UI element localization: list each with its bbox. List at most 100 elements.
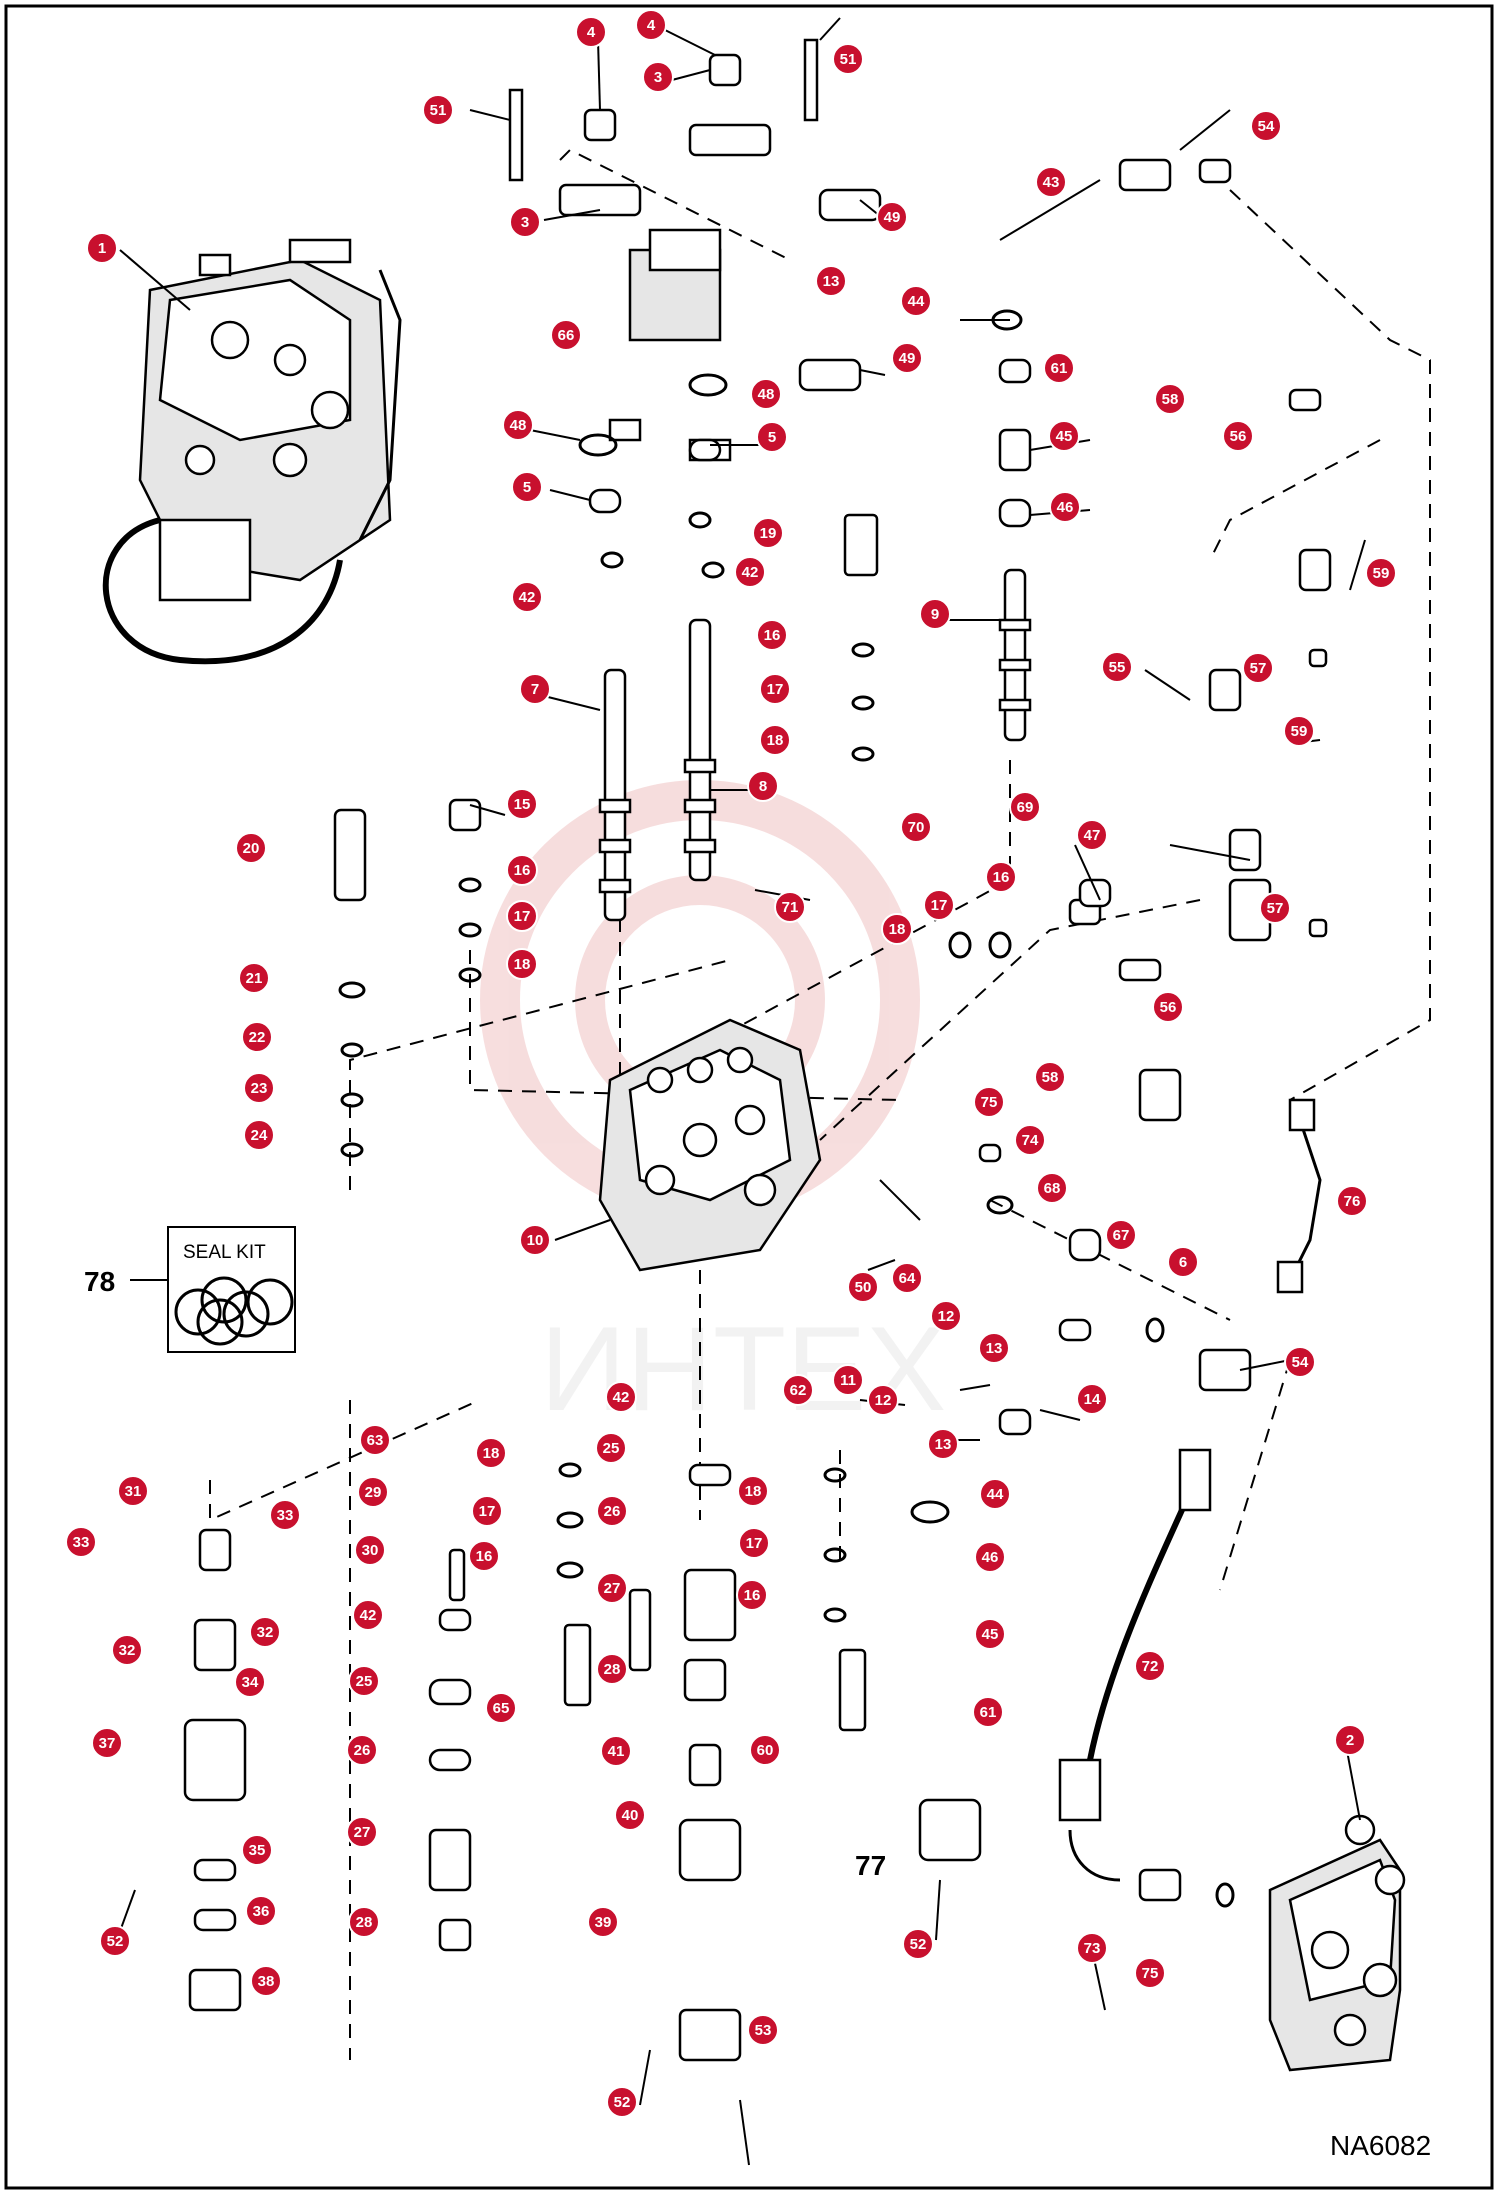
callout-42d[interactable]: 42 <box>352 1599 384 1631</box>
callout-39[interactable]: 39 <box>587 1906 619 1938</box>
callout-42c[interactable]: 42 <box>605 1381 637 1413</box>
callout-10[interactable]: 10 <box>519 1224 551 1256</box>
callout-58b[interactable]: 58 <box>1034 1061 1066 1093</box>
callout-75b[interactable]: 75 <box>1134 1957 1166 1989</box>
callout-61b[interactable]: 61 <box>972 1696 1004 1728</box>
callout-43[interactable]: 43 <box>1035 166 1067 198</box>
callout-41[interactable]: 41 <box>600 1735 632 1767</box>
callout-33[interactable]: 33 <box>65 1526 97 1558</box>
callout-28b[interactable]: 28 <box>348 1906 380 1938</box>
callout-58[interactable]: 58 <box>1154 383 1186 415</box>
callout-56b[interactable]: 56 <box>1152 991 1184 1023</box>
callout-42[interactable]: 42 <box>511 581 543 613</box>
callout-46[interactable]: 46 <box>1049 491 1081 523</box>
callout-22[interactable]: 22 <box>241 1021 273 1053</box>
callout-8[interactable]: 8 <box>747 770 779 802</box>
callout-32b[interactable]: 32 <box>249 1616 281 1648</box>
callout-18d[interactable]: 18 <box>475 1437 507 1469</box>
callout-4b[interactable]: 4 <box>635 9 667 41</box>
callout-57[interactable]: 57 <box>1242 652 1274 684</box>
callout-4[interactable]: 4 <box>575 16 607 48</box>
callout-59[interactable]: 59 <box>1365 557 1397 589</box>
callout-54[interactable]: 54 <box>1250 110 1282 142</box>
callout-44b[interactable]: 44 <box>979 1478 1011 1510</box>
callout-30[interactable]: 30 <box>354 1534 386 1566</box>
callout-44[interactable]: 44 <box>900 285 932 317</box>
callout-16d[interactable]: 16 <box>468 1540 500 1572</box>
callout-66[interactable]: 66 <box>550 319 582 351</box>
callout-36[interactable]: 36 <box>245 1895 277 1927</box>
callout-62[interactable]: 62 <box>782 1374 814 1406</box>
callout-16b[interactable]: 16 <box>506 854 538 886</box>
callout-9[interactable]: 9 <box>919 598 951 630</box>
callout-75[interactable]: 75 <box>973 1086 1005 1118</box>
callout-23[interactable]: 23 <box>243 1072 275 1104</box>
callout-14[interactable]: 14 <box>1076 1383 1108 1415</box>
callout-25[interactable]: 25 <box>595 1432 627 1464</box>
callout-32[interactable]: 32 <box>111 1634 143 1666</box>
callout-28[interactable]: 28 <box>596 1653 628 1685</box>
callout-64[interactable]: 64 <box>891 1262 923 1294</box>
callout-40[interactable]: 40 <box>614 1799 646 1831</box>
callout-59b[interactable]: 59 <box>1283 715 1315 747</box>
callout-61[interactable]: 61 <box>1043 352 1075 384</box>
callout-1[interactable]: 1 <box>86 232 118 264</box>
callout-3[interactable]: 3 <box>509 206 541 238</box>
callout-37[interactable]: 37 <box>91 1727 123 1759</box>
callout-17d[interactable]: 17 <box>471 1495 503 1527</box>
callout-60[interactable]: 60 <box>749 1734 781 1766</box>
callout-19[interactable]: 19 <box>752 517 784 549</box>
callout-54b[interactable]: 54 <box>1284 1346 1316 1378</box>
callout-3b[interactable]: 3 <box>642 61 674 93</box>
callout-2[interactable]: 2 <box>1334 1724 1366 1756</box>
callout-27[interactable]: 27 <box>596 1572 628 1604</box>
callout-57b[interactable]: 57 <box>1259 892 1291 924</box>
callout-68[interactable]: 68 <box>1036 1172 1068 1204</box>
callout-17c[interactable]: 17 <box>923 889 955 921</box>
callout-17e[interactable]: 17 <box>738 1527 770 1559</box>
callout-51b[interactable]: 51 <box>832 43 864 75</box>
callout-56[interactable]: 56 <box>1222 420 1254 452</box>
callout-12[interactable]: 12 <box>930 1300 962 1332</box>
callout-26b[interactable]: 26 <box>346 1734 378 1766</box>
callout-11[interactable]: 11 <box>832 1364 864 1396</box>
callout-5[interactable]: 5 <box>511 471 543 503</box>
callout-38[interactable]: 38 <box>250 1965 282 1997</box>
callout-45b[interactable]: 45 <box>974 1618 1006 1650</box>
callout-25b[interactable]: 25 <box>348 1665 380 1697</box>
callout-18e[interactable]: 18 <box>737 1475 769 1507</box>
callout-51[interactable]: 51 <box>422 94 454 126</box>
callout-6[interactable]: 6 <box>1167 1246 1199 1278</box>
callout-17b[interactable]: 17 <box>506 900 538 932</box>
callout-31[interactable]: 31 <box>117 1475 149 1507</box>
callout-20[interactable]: 20 <box>235 832 267 864</box>
callout-16c[interactable]: 16 <box>985 861 1017 893</box>
callout-35[interactable]: 35 <box>241 1834 273 1866</box>
callout-24[interactable]: 24 <box>243 1119 275 1151</box>
callout-13b[interactable]: 13 <box>978 1332 1010 1364</box>
callout-63[interactable]: 63 <box>359 1424 391 1456</box>
callout-52b[interactable]: 52 <box>902 1928 934 1960</box>
callout-18[interactable]: 18 <box>759 724 791 756</box>
callout-17[interactable]: 17 <box>759 673 791 705</box>
callout-76[interactable]: 76 <box>1336 1185 1368 1217</box>
callout-15[interactable]: 15 <box>506 788 538 820</box>
callout-34[interactable]: 34 <box>234 1666 266 1698</box>
callout-18b[interactable]: 18 <box>506 948 538 980</box>
callout-67[interactable]: 67 <box>1105 1219 1137 1251</box>
callout-74[interactable]: 74 <box>1014 1124 1046 1156</box>
callout-53[interactable]: 53 <box>747 2014 779 2046</box>
callout-48[interactable]: 48 <box>502 409 534 441</box>
callout-55[interactable]: 55 <box>1101 651 1133 683</box>
callout-50[interactable]: 50 <box>847 1271 879 1303</box>
callout-70[interactable]: 70 <box>900 811 932 843</box>
callout-47[interactable]: 47 <box>1076 819 1108 851</box>
callout-16[interactable]: 16 <box>756 619 788 651</box>
callout-52c[interactable]: 52 <box>606 2086 638 2118</box>
callout-13[interactable]: 13 <box>815 265 847 297</box>
callout-42b[interactable]: 42 <box>734 556 766 588</box>
callout-5b[interactable]: 5 <box>756 421 788 453</box>
callout-49b[interactable]: 49 <box>891 342 923 374</box>
callout-65[interactable]: 65 <box>485 1692 517 1724</box>
callout-27b[interactable]: 27 <box>346 1816 378 1848</box>
